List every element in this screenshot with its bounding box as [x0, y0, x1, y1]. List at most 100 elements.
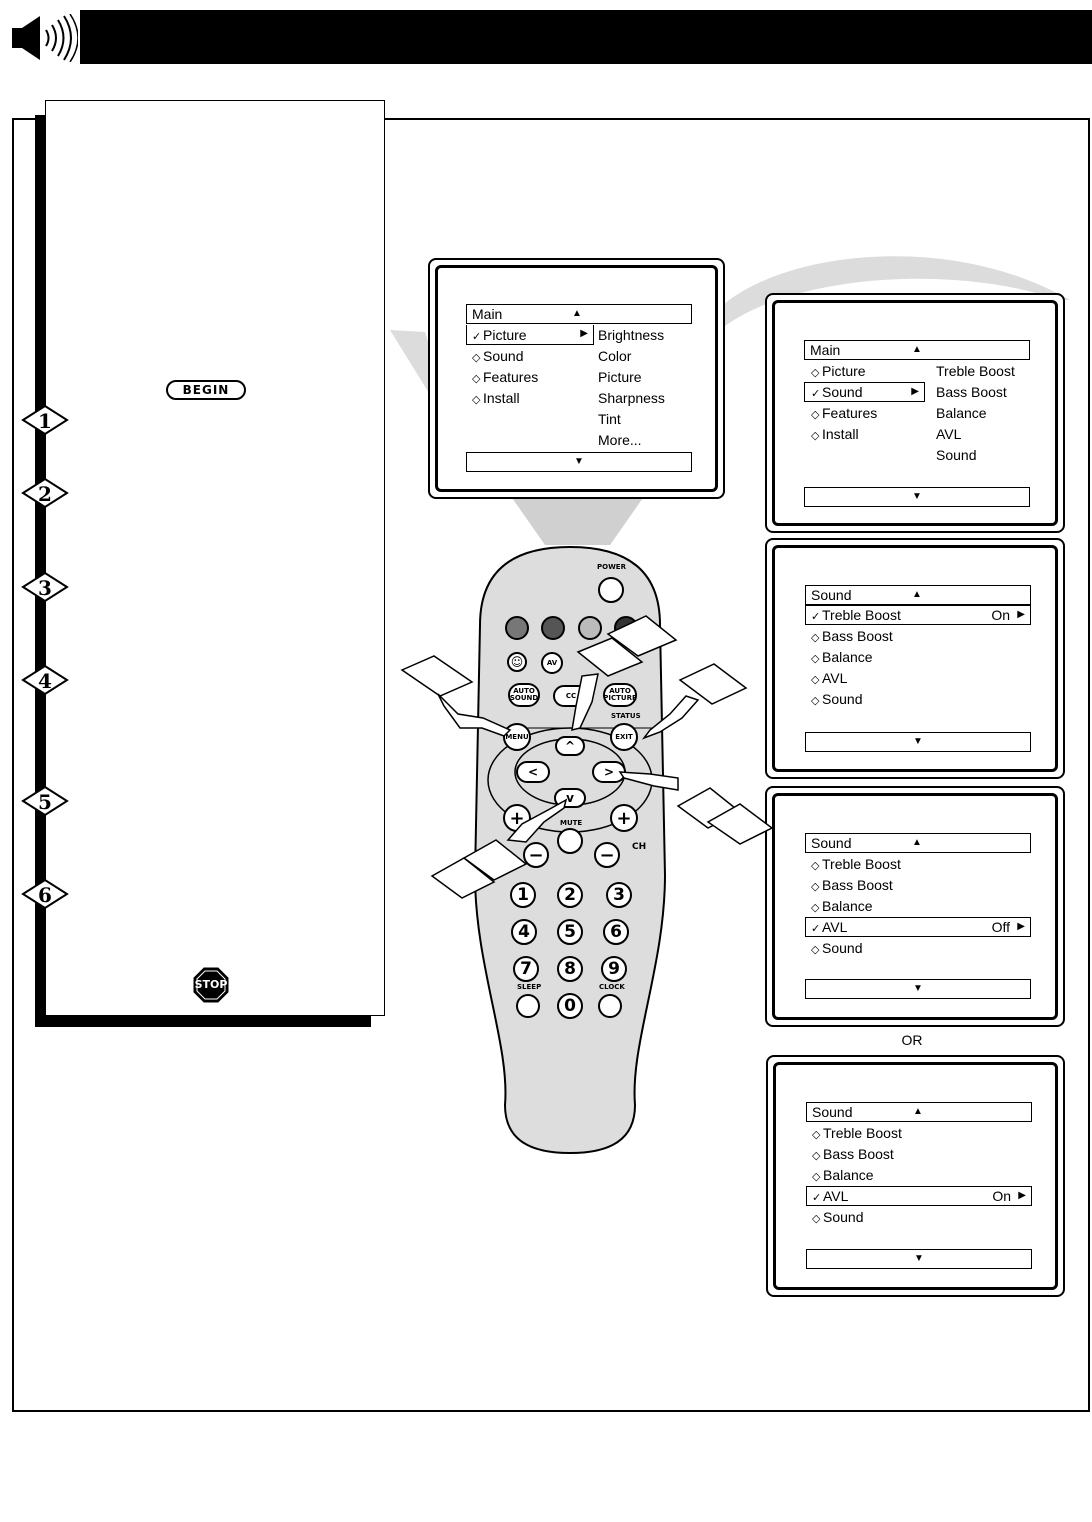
diamond-icon: ◇: [472, 352, 481, 364]
chevron-left-icon: <: [527, 764, 539, 779]
menu-item-features[interactable]: ◇Features: [811, 403, 877, 425]
number-button-9[interactable]: 9: [601, 956, 627, 982]
submenu-item: Bass Boost: [936, 384, 1007, 400]
exit-button[interactable]: EXIT: [610, 723, 638, 751]
right-arrow-icon: ▶: [1017, 609, 1025, 620]
menu-item-treble-boost[interactable]: ◇Treble Boost: [812, 1123, 902, 1145]
ch-label: CH: [632, 842, 647, 852]
check-icon: ✓: [811, 388, 821, 400]
menu-button[interactable]: MENU: [503, 723, 531, 751]
diamond-icon: ◇: [812, 1171, 821, 1183]
menu-title: Sound: [812, 1104, 853, 1120]
auto-picture-button[interactable]: AUTO PICTURE: [603, 683, 637, 707]
menu-highlight: Off ▶: [805, 917, 1031, 937]
menu-title-bar: Main ▲: [466, 304, 692, 324]
down-arrow-icon: ▼: [914, 1253, 924, 1264]
av-button[interactable]: AV: [541, 652, 563, 674]
up-arrow-icon: ▲: [912, 344, 922, 355]
diamond-icon: ◇: [811, 944, 820, 956]
diamond-icon: ◇: [811, 430, 820, 442]
number-button-1[interactable]: 1: [510, 882, 536, 908]
color-button-1[interactable]: [505, 616, 529, 640]
menu-item-install[interactable]: ◇Install: [811, 424, 859, 446]
number-button-3[interactable]: 3: [606, 882, 632, 908]
menu-item-treble-boost[interactable]: ◇Treble Boost: [811, 854, 901, 876]
right-arrow-icon: ▶: [911, 386, 919, 397]
menu-title: Main: [472, 306, 503, 322]
menu-item-sound[interactable]: ◇Sound: [812, 1207, 863, 1229]
number-button-8[interactable]: 8: [557, 956, 583, 982]
menu-item-sound[interactable]: ◇Sound: [811, 689, 862, 711]
diamond-icon: ◇: [472, 394, 481, 406]
menu-item-balance[interactable]: ◇Balance: [811, 896, 873, 918]
number-button-6[interactable]: 6: [603, 919, 629, 945]
up-arrow-icon: ▲: [912, 589, 922, 600]
up-arrow-icon: ▲: [572, 308, 582, 319]
up-arrow-icon: ▲: [912, 837, 922, 848]
menu-item-sound[interactable]: ◇Sound: [472, 346, 523, 368]
up-button[interactable]: ^: [555, 736, 585, 756]
menu-title-bar: Main ▲: [804, 340, 1030, 360]
diamond-icon: ◇: [812, 1213, 821, 1225]
menu-item-avl[interactable]: ✓AVL: [812, 1186, 848, 1208]
step-number: 3: [38, 576, 52, 600]
menu-item-avl[interactable]: ✓AVL: [811, 917, 847, 939]
speaker-icon: [10, 13, 79, 63]
power-button[interactable]: [598, 577, 624, 603]
right-arrow-icon: ▶: [1018, 1190, 1026, 1201]
submenu-item: Sound: [936, 447, 977, 463]
menu-item-sound[interactable]: ✓Sound: [811, 382, 862, 404]
chevron-up-icon: ^: [564, 738, 576, 753]
number-button-5[interactable]: 5: [557, 919, 583, 945]
page-frame: [12, 118, 1090, 1412]
menu-bottom-bar: ▼: [804, 487, 1030, 507]
submenu-item: Tint: [598, 411, 621, 427]
diamond-icon: ◇: [812, 1150, 821, 1162]
menu-item-picture[interactable]: ◇Picture: [811, 361, 866, 383]
volume-up-button[interactable]: +: [503, 804, 531, 832]
number-button-0[interactable]: 0: [557, 993, 583, 1019]
down-arrow-icon: ▼: [913, 983, 923, 994]
tv-screen-sound-treble: Sound ▲ On ▶ ✓Treble Boost ◇Bass Boost ◇…: [765, 538, 1065, 779]
diamond-icon: ◇: [811, 367, 820, 379]
mute-button[interactable]: [557, 828, 583, 854]
diamond-icon: ◇: [811, 860, 820, 872]
tv-screen-sound-avl-on: Sound ▲ On ▶ ◇Treble Boost ◇Bass Boost ◇…: [766, 1055, 1065, 1297]
number-button-7[interactable]: 7: [513, 956, 539, 982]
menu-item-avl[interactable]: ◇AVL: [811, 668, 847, 690]
menu-bottom-bar: ▼: [806, 1249, 1032, 1269]
stop-sign: STOP: [193, 967, 229, 1003]
sleep-button[interactable]: [516, 994, 540, 1018]
number-button-2[interactable]: 2: [557, 882, 583, 908]
tv-screen-sound-avl-off: Sound ▲ Off ▶ ◇Treble Boost ◇Bass Boost …: [765, 786, 1065, 1027]
diamond-icon: ◇: [811, 902, 820, 914]
menu-item-treble-boost[interactable]: ✓Treble Boost: [811, 605, 901, 627]
smiley-button[interactable]: ☺: [507, 652, 527, 672]
menu-item-install[interactable]: ◇Install: [472, 388, 520, 410]
step-2-marker: 2: [21, 478, 69, 508]
menu-highlight: On ▶: [805, 605, 1031, 625]
color-button-2[interactable]: [541, 616, 565, 640]
menu-item-bass-boost[interactable]: ◇Bass Boost: [812, 1144, 894, 1166]
channel-down-button[interactable]: −: [594, 842, 620, 868]
menu-item-picture[interactable]: ✓Picture: [472, 325, 527, 347]
volume-down-button[interactable]: −: [523, 842, 549, 868]
left-button[interactable]: <: [516, 761, 550, 783]
number-button-4[interactable]: 4: [511, 919, 537, 945]
menu-item-features[interactable]: ◇Features: [472, 367, 538, 389]
up-arrow-icon: ▲: [913, 1106, 923, 1117]
menu-item-balance[interactable]: ◇Balance: [812, 1165, 874, 1187]
color-button-3[interactable]: [578, 616, 602, 640]
menu-item-bass-boost[interactable]: ◇Bass Boost: [811, 626, 893, 648]
step-4-marker: 4: [21, 665, 69, 695]
smiley-icon: ☺: [510, 654, 524, 669]
menu-item-bass-boost[interactable]: ◇Bass Boost: [811, 875, 893, 897]
menu-item-sound[interactable]: ◇Sound: [811, 938, 862, 960]
diamond-icon: ◇: [811, 881, 820, 893]
channel-up-button[interactable]: +: [610, 804, 638, 832]
auto-sound-button[interactable]: AUTO SOUND: [508, 683, 540, 707]
step-number: 4: [38, 669, 52, 693]
menu-bottom-bar: ▼: [805, 732, 1031, 752]
menu-item-balance[interactable]: ◇Balance: [811, 647, 873, 669]
clock-button[interactable]: [598, 994, 622, 1018]
